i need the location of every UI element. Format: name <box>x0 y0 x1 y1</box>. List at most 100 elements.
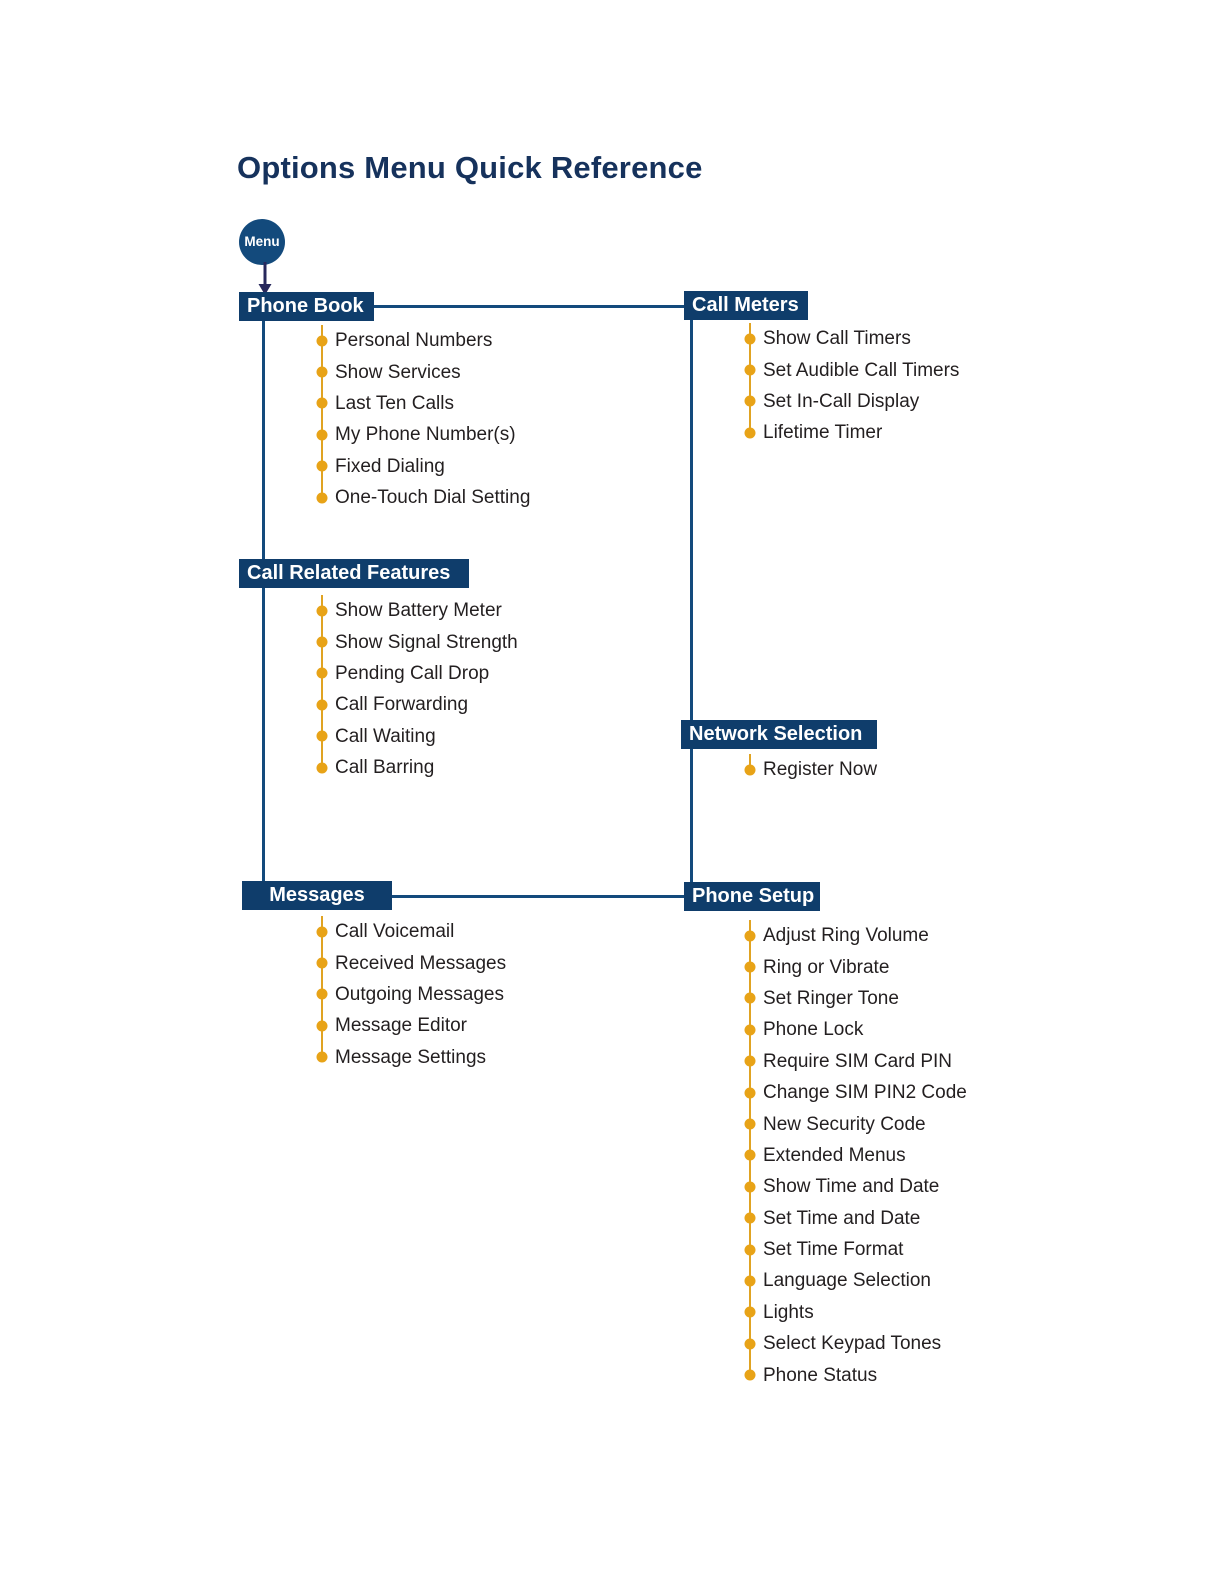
item-list-phone-setup: Adjust Ring Volume Ring or Vibrate Set R… <box>744 920 967 1391</box>
list-item[interactable]: Phone Status <box>744 1359 967 1390</box>
list-item[interactable]: Show Time and Date <box>744 1171 967 1202</box>
section-header-network-selection[interactable]: Network Selection <box>681 720 877 749</box>
bullet-icon <box>744 1118 756 1130</box>
bullet-icon <box>744 1149 756 1161</box>
list-item[interactable]: Message Editor <box>316 1010 506 1041</box>
list-item[interactable]: New Security Code <box>744 1108 967 1139</box>
bullet-icon <box>744 1338 756 1350</box>
menu-start-node: Menu <box>239 219 285 265</box>
list-item-label: Show Signal Strength <box>335 631 518 653</box>
list-item-label: Personal Numbers <box>335 330 493 352</box>
list-item[interactable]: Message Settings <box>316 1042 506 1073</box>
list-item-label: Show Call Timers <box>763 328 911 350</box>
list-item[interactable]: Last Ten Calls <box>316 388 530 419</box>
list-item-label: My Phone Number(s) <box>335 424 516 446</box>
section-header-call-related-features[interactable]: Call Related Features <box>239 559 469 588</box>
list-item[interactable]: Set Audible Call Timers <box>744 354 959 385</box>
list-item-label: Phone Status <box>763 1364 878 1386</box>
section-header-phone-book[interactable]: Phone Book <box>239 292 374 321</box>
bullet-icon <box>744 961 756 973</box>
list-item[interactable]: Show Services <box>316 356 530 387</box>
item-thread-messages <box>321 916 323 1058</box>
list-item-label: Set Time and Date <box>763 1207 921 1229</box>
list-item[interactable]: Adjust Ring Volume <box>744 920 967 951</box>
list-item[interactable]: Change SIM PIN2 Code <box>744 1077 967 1108</box>
bullet-icon <box>316 667 328 679</box>
list-item-label: Require SIM Card PIN <box>763 1050 953 1072</box>
list-item-label: Ring or Vibrate <box>763 956 890 978</box>
section-header-call-meters[interactable]: Call Meters <box>684 291 808 320</box>
list-item[interactable]: Set Time and Date <box>744 1203 967 1234</box>
list-item[interactable]: Register Now <box>744 754 877 785</box>
list-item[interactable]: Show Call Timers <box>744 323 959 354</box>
list-item[interactable]: Ring or Vibrate <box>744 951 967 982</box>
bullet-icon <box>744 427 756 439</box>
menu-down-arrow-icon <box>258 262 272 295</box>
list-item[interactable]: Extended Menus <box>744 1140 967 1171</box>
bullet-icon <box>744 1306 756 1318</box>
item-list-network-selection: Register Now <box>744 754 877 785</box>
list-item[interactable]: Select Keypad Tones <box>744 1328 967 1359</box>
list-item[interactable]: Show Signal Strength <box>316 626 518 657</box>
list-item[interactable]: Call Forwarding <box>316 689 518 720</box>
bullet-icon <box>744 1244 756 1256</box>
list-item[interactable]: Call Barring <box>316 752 518 783</box>
bullet-icon <box>316 1020 328 1032</box>
bullet-icon <box>316 460 328 472</box>
list-item[interactable]: Received Messages <box>316 947 506 978</box>
list-item[interactable]: Phone Lock <box>744 1014 967 1045</box>
bullet-icon <box>316 636 328 648</box>
item-thread-phone-setup <box>749 920 751 1376</box>
section-header-messages[interactable]: Messages <box>242 881 392 910</box>
list-item-label: Lifetime Timer <box>763 422 883 444</box>
item-thread-call-meters <box>749 323 751 433</box>
list-item-label: Last Ten Calls <box>335 392 454 414</box>
item-list-call-meters: Show Call Timers Set Audible Call Timers… <box>744 323 959 449</box>
list-item-label: Message Settings <box>335 1046 487 1068</box>
connector-phone-book-to-call-meters <box>374 305 684 308</box>
list-item[interactable]: Set In-Call Display <box>744 386 959 417</box>
list-item-label: Show Services <box>335 361 461 383</box>
list-item-label: Select Keypad Tones <box>763 1333 942 1355</box>
bullet-icon <box>744 930 756 942</box>
bullet-icon <box>316 762 328 774</box>
list-item-label: Outgoing Messages <box>335 983 504 1005</box>
list-item[interactable]: Set Ringer Tone <box>744 983 967 1014</box>
list-item[interactable]: Fixed Dialing <box>316 451 530 482</box>
item-list-call-related-features: Show Battery Meter Show Signal Strength … <box>316 595 518 783</box>
list-item-label: Pending Call Drop <box>335 662 490 684</box>
list-item[interactable]: Lights <box>744 1297 967 1328</box>
list-item-label: New Security Code <box>763 1113 926 1135</box>
list-item[interactable]: Personal Numbers <box>316 325 530 356</box>
bullet-icon <box>744 395 756 407</box>
bullet-icon <box>744 1275 756 1287</box>
list-item[interactable]: Require SIM Card PIN <box>744 1046 967 1077</box>
bullet-icon <box>316 429 328 441</box>
bullet-icon <box>744 764 756 776</box>
section-header-phone-setup[interactable]: Phone Setup <box>684 882 820 911</box>
list-item[interactable]: Language Selection <box>744 1265 967 1296</box>
list-item-label: Change SIM PIN2 Code <box>763 1082 967 1104</box>
page-title: Options Menu Quick Reference <box>237 150 703 185</box>
bullet-icon <box>744 1212 756 1224</box>
bullet-icon <box>316 366 328 378</box>
bullet-icon <box>744 1055 756 1067</box>
list-item[interactable]: My Phone Number(s) <box>316 419 530 450</box>
list-item[interactable]: Pending Call Drop <box>316 658 518 689</box>
list-item[interactable]: Call Voicemail <box>316 916 506 947</box>
item-thread-network-selection <box>749 754 751 770</box>
bullet-icon <box>744 333 756 345</box>
list-item-label: Set Ringer Tone <box>763 987 899 1009</box>
list-item[interactable]: One-Touch Dial Setting <box>316 482 530 513</box>
bullet-icon <box>316 492 328 504</box>
bullet-icon <box>316 335 328 347</box>
item-list-messages: Call Voicemail Received Messages Outgoin… <box>316 916 506 1073</box>
bullet-icon <box>316 605 328 617</box>
list-item[interactable]: Call Waiting <box>316 721 518 752</box>
list-item[interactable]: Set Time Format <box>744 1234 967 1265</box>
list-item[interactable]: Show Battery Meter <box>316 595 518 626</box>
list-item-label: Fixed Dialing <box>335 455 445 477</box>
bullet-icon <box>316 1051 328 1063</box>
list-item[interactable]: Outgoing Messages <box>316 979 506 1010</box>
list-item[interactable]: Lifetime Timer <box>744 417 959 448</box>
